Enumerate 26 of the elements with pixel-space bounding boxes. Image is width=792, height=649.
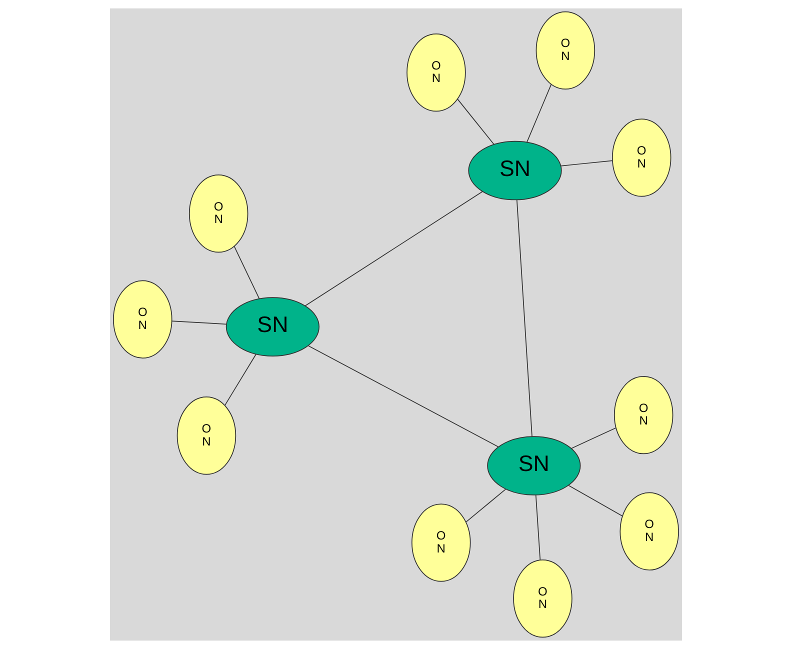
connector <box>560 160 613 166</box>
node-ellipse: O N <box>188 174 248 253</box>
node-ellipse: O N <box>614 376 674 454</box>
node-ellipse: O N <box>176 396 236 475</box>
connector <box>526 84 552 142</box>
node-ellipse: SN <box>487 436 581 496</box>
node-ellipse: O N <box>612 118 672 197</box>
node-ellipse: SN <box>468 140 562 200</box>
connector <box>234 246 260 300</box>
node-ellipse: O N <box>536 11 596 90</box>
connector <box>308 345 499 448</box>
connector <box>571 427 616 449</box>
connector <box>466 488 506 522</box>
node-ellipse: O N <box>113 280 172 358</box>
connector <box>535 494 541 560</box>
connector <box>516 200 532 437</box>
node-ellipse: O N <box>620 492 679 570</box>
node-ellipse: O N <box>406 33 466 112</box>
node-ellipse: O N <box>411 504 471 582</box>
connector <box>171 320 227 325</box>
node-ellipse: SN <box>226 297 320 356</box>
connector <box>568 485 623 516</box>
connector <box>304 191 484 306</box>
node-ellipse: O N <box>513 559 572 638</box>
connector <box>224 354 256 406</box>
connector <box>457 98 494 145</box>
